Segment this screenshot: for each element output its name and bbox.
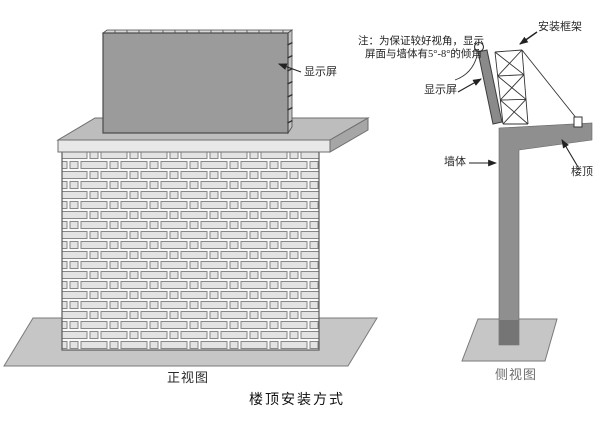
front-view-caption: 正视图 [167, 370, 210, 385]
roof-label: 楼顶 [571, 166, 593, 178]
frame-arrow [519, 31, 538, 45]
roof-arrow [561, 139, 579, 168]
front-view-roof-slab-front [57, 139, 331, 153]
side-view-pivot-circle [473, 41, 485, 53]
side-view-wall-roof-profile [498, 122, 593, 346]
mounting-frame-truss [494, 49, 529, 125]
front-view-screen-side-ticks [287, 41, 293, 124]
side-view-wall-base-shade [499, 320, 519, 345]
side-view-screen-arrow [457, 78, 482, 93]
front-view-screen-label: 显示屏 [304, 66, 337, 78]
wall-label: 墙体 [444, 156, 466, 168]
front-view-roof-slab-side [329, 117, 369, 153]
mounting-frame-anchor-block [573, 116, 583, 128]
front-view-screen-top-ticks [114, 30, 284, 33]
diagram-title: 楼顶安装方式 [249, 393, 345, 408]
front-view-screen-panel [102, 32, 289, 134]
side-view-screen-panel [477, 49, 503, 125]
side-view-screen-label: 显示屏 [424, 84, 457, 96]
frame-label: 安装框架 [538, 21, 582, 33]
tilt-note-line1: 注：为保证较好视角，显示 [358, 36, 484, 47]
side-view-caption: 侧视图 [495, 367, 538, 382]
mounting-frame-diagonal-tie [521, 49, 578, 120]
note-leader-curve [454, 55, 478, 81]
tilt-note-line2: 屏面与墙体有5°-8°的倾角 [365, 49, 482, 60]
front-view-screen-arrow [277, 63, 302, 73]
front-view-brick-wall [61, 148, 320, 351]
